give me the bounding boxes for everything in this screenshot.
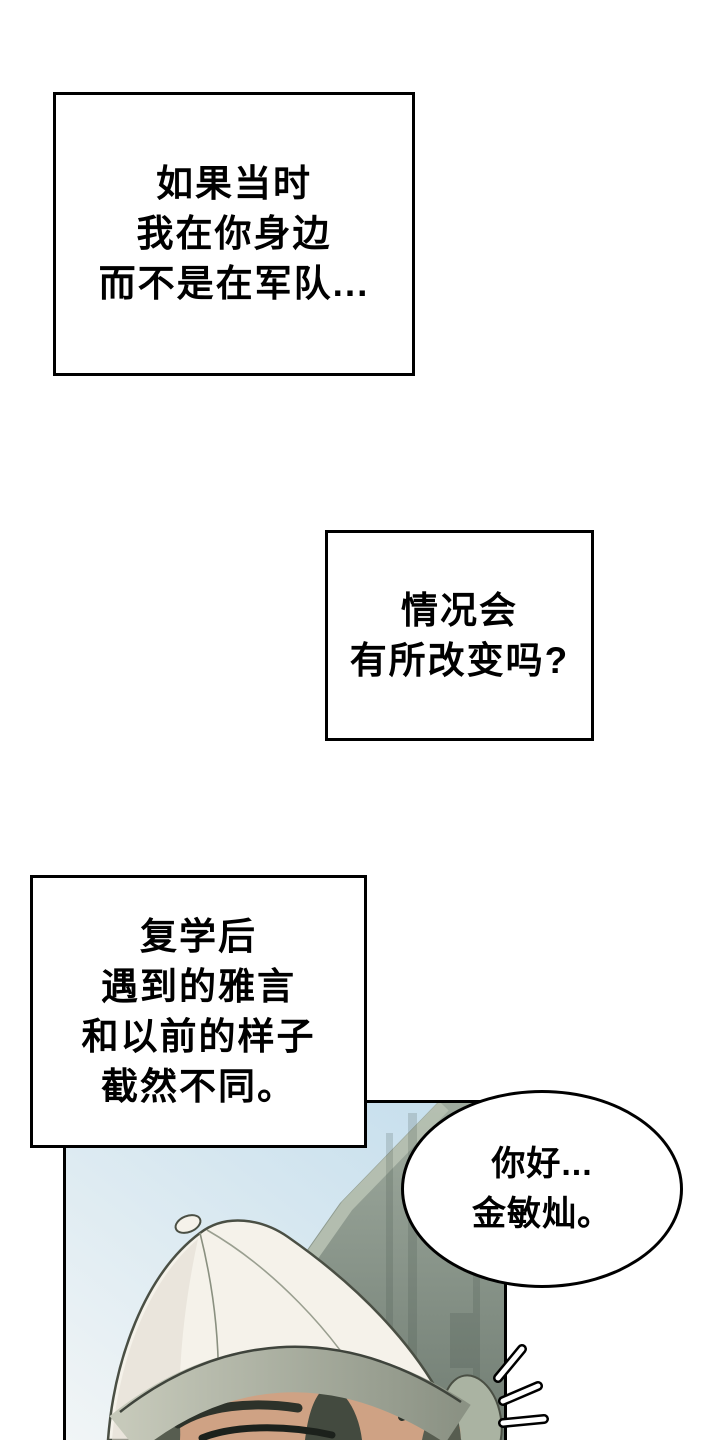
- cap-button: [174, 1214, 202, 1234]
- speech-bubble: 你好... 金敏灿。: [401, 1090, 683, 1288]
- narration-line: 而不是在军队...: [98, 263, 370, 304]
- narration-line: 和以前的样子: [81, 1015, 316, 1057]
- building-window-streaks: [386, 1113, 480, 1413]
- narration-box-2: 情况会 有所改变吗?: [325, 530, 594, 741]
- speech-line: 金敏灿。: [472, 1195, 612, 1233]
- narration-line: 遇到的雅言: [101, 965, 296, 1007]
- cap-brim-outline: [119, 1345, 462, 1413]
- narration-line: 有所改变吗?: [349, 639, 570, 681]
- narration-line: 截然不同。: [101, 1065, 296, 1107]
- narration-line: 复学后: [140, 915, 257, 957]
- motion-lines-icon: [493, 1344, 549, 1428]
- narration-line: 如果当时: [156, 163, 312, 204]
- speech-line: 你好...: [491, 1145, 593, 1183]
- narration-line: 我在你身边: [136, 213, 332, 254]
- closed-eye: [198, 1424, 336, 1440]
- cap-brim: [109, 1346, 471, 1440]
- narration-box-3: 复学后 遇到的雅言 和以前的样子 截然不同。: [30, 875, 367, 1148]
- narration-line: 情况会: [401, 589, 518, 631]
- hair-bangs: [305, 1384, 362, 1440]
- narration-box-1: 如果当时 我在你身边 而不是在军队...: [53, 92, 415, 376]
